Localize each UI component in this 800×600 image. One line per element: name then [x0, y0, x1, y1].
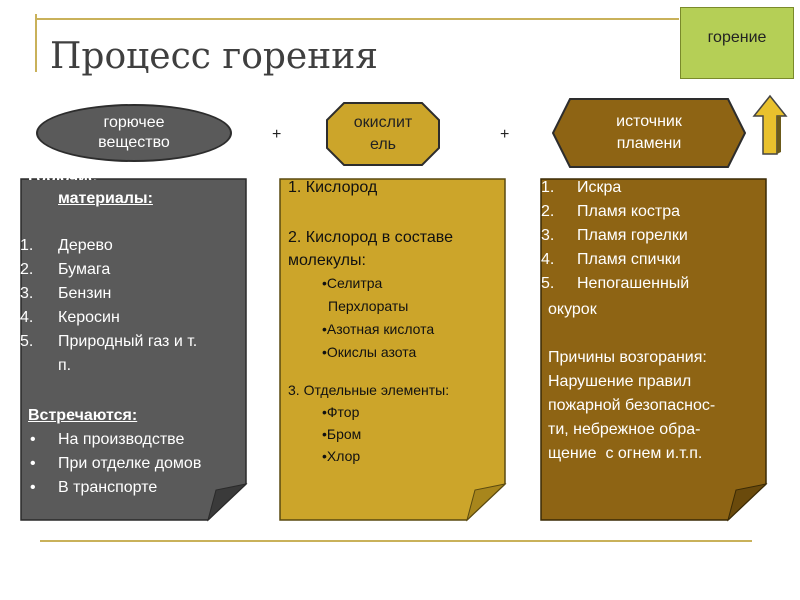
up-arrow-icon	[752, 94, 788, 155]
result-box: горение	[680, 7, 794, 79]
frame-top-line	[35, 18, 679, 20]
list-item: •В транспорте	[30, 479, 158, 496]
list-item: 4.Керосин	[20, 309, 120, 326]
oxidizer-item-3: 3. Отдельные элементы:	[288, 382, 450, 398]
list-item: •На производстве	[30, 431, 185, 448]
source-item-5-cont: окурок	[548, 301, 597, 318]
list-item: 2.Пламя костра	[541, 203, 681, 220]
list-item: 3.Пламя горелки	[541, 227, 688, 244]
list-item: 1.Искра	[541, 179, 622, 196]
combustible-list: 1.Дерево 2.Бумага 3.Бензин 4.Керосин 5.П…	[20, 234, 197, 378]
causes-line: щение с огнем и.т.п.	[548, 445, 703, 462]
list-item: •Селитра	[322, 275, 383, 291]
list-item: •Бром	[322, 426, 362, 442]
list-item: 2.Бумага	[20, 261, 111, 278]
found-list: •На производстве •При отделке домов •В т…	[30, 428, 201, 500]
frame-bottom-line	[40, 540, 752, 542]
list-item: •При отделке домов	[30, 455, 202, 472]
combustible-label: горючее вещество	[98, 114, 170, 151]
slide-title: Процесс горения	[50, 36, 378, 77]
list-item: •Окислы азота	[322, 344, 417, 360]
oxidizer-item-2-line1: 2. Кислород в составе	[288, 229, 453, 246]
oxidizer-octagon	[326, 102, 440, 166]
plus-sign-2: +	[500, 126, 510, 143]
plus-sign-1: +	[272, 126, 282, 143]
source-list: 1.Искра 2.Пламя костра 3.Пламя горелки 4…	[541, 176, 689, 296]
list-item: •Азотная кислота	[322, 321, 435, 337]
list-item: Перхлораты	[328, 298, 409, 314]
oxidizer-label: окислит ель	[353, 114, 413, 153]
source-hexagon	[552, 98, 746, 168]
source-label: источник пламени	[616, 113, 682, 152]
oxidizer-card	[279, 178, 507, 522]
causes-line: ти, небрежное обра-	[548, 421, 701, 438]
result-label: горение	[707, 29, 767, 46]
list-item: п.	[58, 357, 72, 374]
list-item: 5.Природный газ и т.	[20, 333, 198, 350]
found-heading: Встречаются:	[28, 407, 138, 424]
combustible-hidden-heading: Горючие	[28, 169, 97, 180]
combustible-oval: горючее вещество	[36, 104, 232, 162]
list-item: 4.Пламя спички	[541, 251, 681, 268]
oxidizer-item-2-line2: молекулы:	[288, 252, 366, 269]
list-item: •Фтор	[322, 404, 360, 420]
causes-line: Нарушение правил	[548, 373, 692, 390]
list-item: 1.Дерево	[20, 237, 113, 254]
causes-line: Причины возгорания:	[548, 349, 707, 366]
causes-line: пожарной безопаснос-	[548, 397, 716, 414]
list-item: 5.Непогашенный	[541, 275, 690, 292]
combustible-card	[20, 178, 248, 522]
frame-vertical-line	[35, 14, 37, 72]
oxidizer-sub-list: •Селитра Перхлораты •Азотная кислота •Ок…	[322, 272, 434, 364]
causes-block: Причины возгорания: Нарушение правил пож…	[548, 346, 715, 466]
oxidizer-elements-list: •Фтор •Бром •Хлор	[322, 401, 361, 467]
source-card	[540, 178, 768, 522]
combustible-heading: материалы:	[58, 190, 153, 207]
list-item: 3.Бензин	[20, 285, 112, 302]
oxidizer-item-1: 1. Кислород	[288, 179, 378, 196]
list-item: •Хлор	[322, 448, 361, 464]
